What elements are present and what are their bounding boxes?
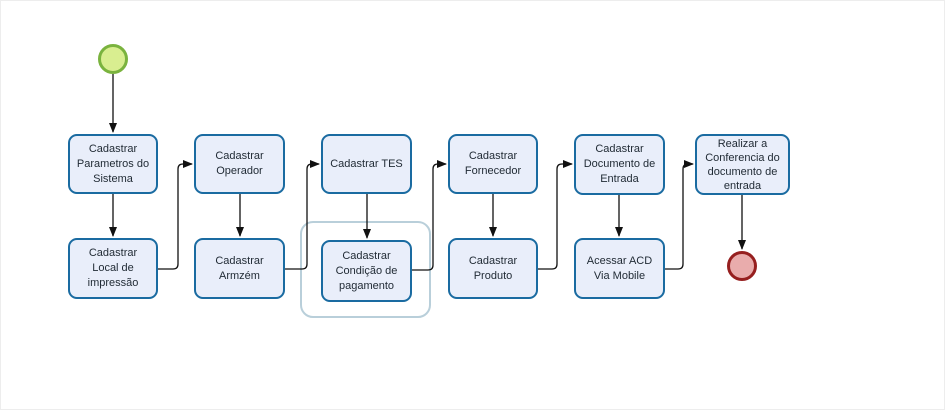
task-label: Cadastrar Fornecedor xyxy=(464,150,522,177)
task-cadastrar-condicao-pagamento[interactable]: Cadastrar Condição de pagamento xyxy=(321,240,412,302)
task-cadastrar-operador[interactable]: Cadastrar Operador xyxy=(194,134,285,194)
task-cadastrar-documento-entrada[interactable]: Cadastrar Documento de Entrada xyxy=(574,134,665,195)
task-label: Cadastrar TES xyxy=(330,157,403,170)
task-label: Cadastrar Condição de pagamento xyxy=(335,249,398,292)
task-cadastrar-tes[interactable]: Cadastrar TES xyxy=(321,134,412,194)
connector-local-to-operador xyxy=(158,160,193,270)
connector-acd-to-realizar xyxy=(665,160,694,270)
connector-produto-to-documento xyxy=(538,160,573,270)
task-label: Cadastrar Parametros do Sistema xyxy=(76,142,150,185)
task-label: Realizar a Conferencia do documento de e… xyxy=(705,137,780,192)
task-cadastrar-produto[interactable]: Cadastrar Produto xyxy=(448,238,538,299)
task-realizar-conferencia-documento[interactable]: Realizar a Conferencia do documento de e… xyxy=(695,134,790,195)
task-cadastrar-armzem[interactable]: Cadastrar Armzém xyxy=(194,238,285,299)
task-label: Cadastrar Produto xyxy=(468,254,518,282)
task-acessar-acd-via-mobile[interactable]: Acessar ACD Via Mobile xyxy=(574,238,665,299)
task-label: Cadastrar Armzém xyxy=(215,254,264,282)
end-event[interactable] xyxy=(727,251,757,281)
task-cadastrar-parametros-sistema[interactable]: Cadastrar Parametros do Sistema xyxy=(68,134,158,194)
task-label: Cadastrar Local de impressão xyxy=(87,247,139,289)
task-cadastrar-local-impressao[interactable]: Cadastrar Local de impressão xyxy=(68,238,158,299)
task-label: Cadastrar Documento de Entrada xyxy=(583,143,656,185)
start-event[interactable] xyxy=(98,44,128,74)
task-label: Acessar ACD Via Mobile xyxy=(586,254,653,282)
task-cadastrar-fornecedor[interactable]: Cadastrar Fornecedor xyxy=(448,134,538,194)
task-label: Cadastrar Operador xyxy=(215,150,264,177)
